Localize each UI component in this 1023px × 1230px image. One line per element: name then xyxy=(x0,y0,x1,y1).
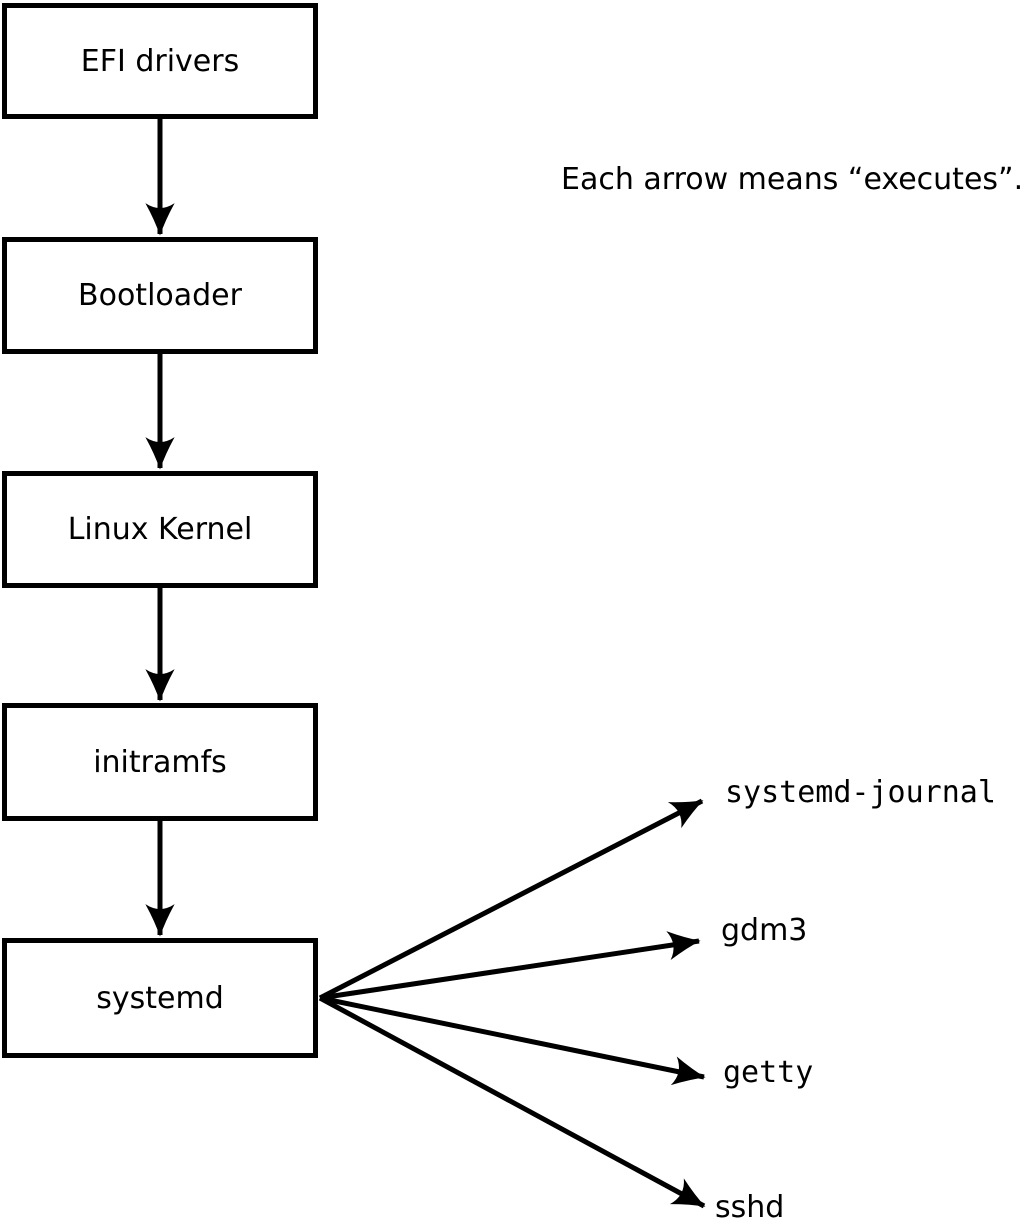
arrow-systemd-to-systemd-journal xyxy=(318,798,704,1001)
box-efi-drivers: EFI drivers xyxy=(2,3,318,119)
box-linux-kernel: Linux Kernel xyxy=(2,471,318,588)
arrow-systemd-to-getty xyxy=(319,995,706,1086)
box-efi-drivers-label: EFI drivers xyxy=(80,43,240,79)
box-systemd-label: systemd xyxy=(96,980,224,1016)
box-initramfs: initramfs xyxy=(2,703,318,821)
process-label-sshd: sshd xyxy=(715,1190,785,1225)
box-systemd: systemd xyxy=(2,938,318,1058)
box-bootloader-label: Bootloader xyxy=(78,278,242,313)
process-label-getty: getty xyxy=(723,1055,814,1090)
process-label-systemd-journal: systemd-journal xyxy=(725,775,996,810)
process-label-gdm3: gdm3 xyxy=(721,913,808,948)
arrow-legend-note: Each arrow means “executes”. xyxy=(561,162,1023,197)
box-initramfs-label: initramfs xyxy=(93,744,227,780)
arrow-systemd-to-sshd xyxy=(318,995,706,1209)
arrow-systemd-to-gdm3 xyxy=(319,931,701,1001)
box-bootloader: Bootloader xyxy=(2,237,318,354)
box-linux-kernel-label: Linux Kernel xyxy=(67,512,253,547)
